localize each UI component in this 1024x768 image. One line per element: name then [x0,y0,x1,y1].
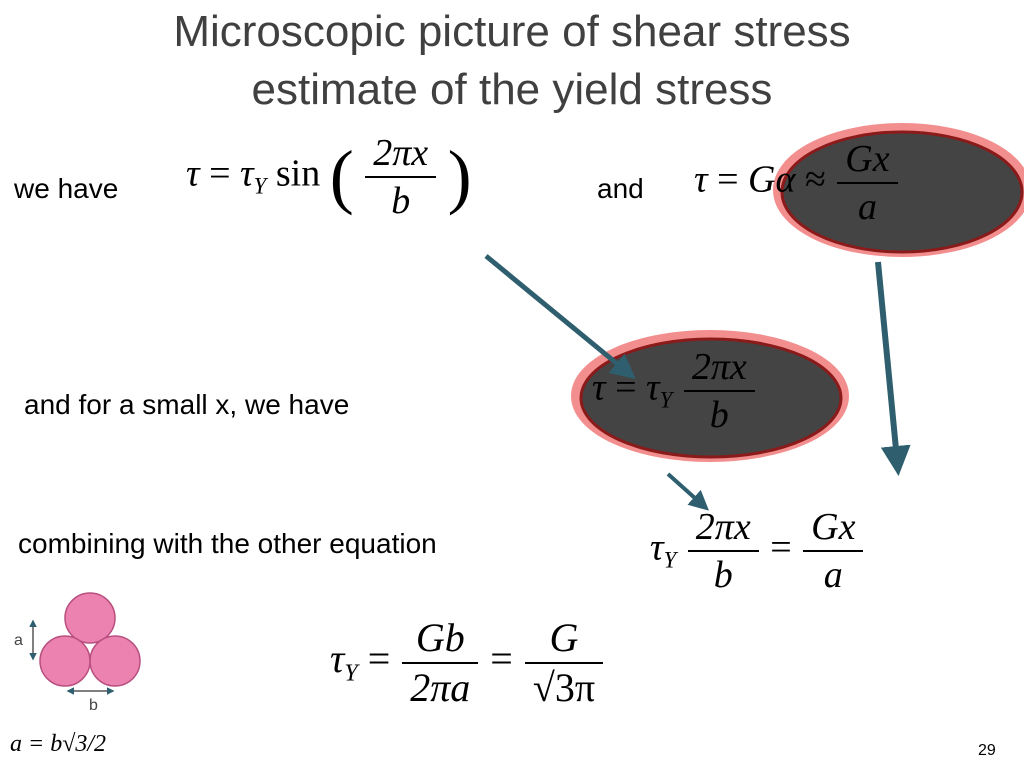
fraction-2pix-over-b: 2πx b [365,134,437,220]
highlight-ellipse-middle [571,330,849,462]
fraction-gx-over-a: Gx a [837,140,898,226]
equation-hooke-shear: τ = Gα ≈ Gx a [694,140,900,226]
atom-circle-right [89,635,141,687]
label-small-x: and for a small x, we have [24,389,350,420]
label-combining: combining with the other equation [18,528,437,559]
fraction-gb-over-2pia: Gb 2πa [402,618,479,708]
atom-packing-diagram [29,592,141,695]
atom-circle-left [39,635,91,687]
slide-title-line2: estimate of the yield stress [251,65,773,114]
fraction-combined-left: 2πx b [687,508,759,594]
arrow-linear-to-combined [666,472,709,511]
arrow-gx-to-combined [875,261,911,476]
fraction-combined-right: Gx a [803,508,864,594]
equation-a-relation: a = b√3/2 [10,731,107,757]
slide-title-line1: Microscopic picture of shear stress [173,7,851,56]
highlight-ellipse-top [773,123,1024,257]
label-and: and [597,173,644,204]
equation-linearized: τ = τY 2πx b [592,348,757,434]
equation-yield-stress-result: τY = Gb 2πa = G √3π [330,618,605,708]
diagram-label-a: a [14,632,23,649]
arrow-sin-to-linear [484,254,636,380]
equation-sine-law: τ = τY sin ( 2πx b ) [186,132,472,222]
page-number: 29 [978,742,996,759]
fraction-g-over-sqrt3pi: G √3π [524,618,604,708]
label-we-have: we have [14,173,119,204]
fraction-2pix-over-b-linear: 2πx b [683,348,755,434]
diagram-label-b: b [89,697,98,714]
equation-combined: τY 2πx b = Gx a [650,508,865,594]
atom-circle-top [64,592,116,644]
